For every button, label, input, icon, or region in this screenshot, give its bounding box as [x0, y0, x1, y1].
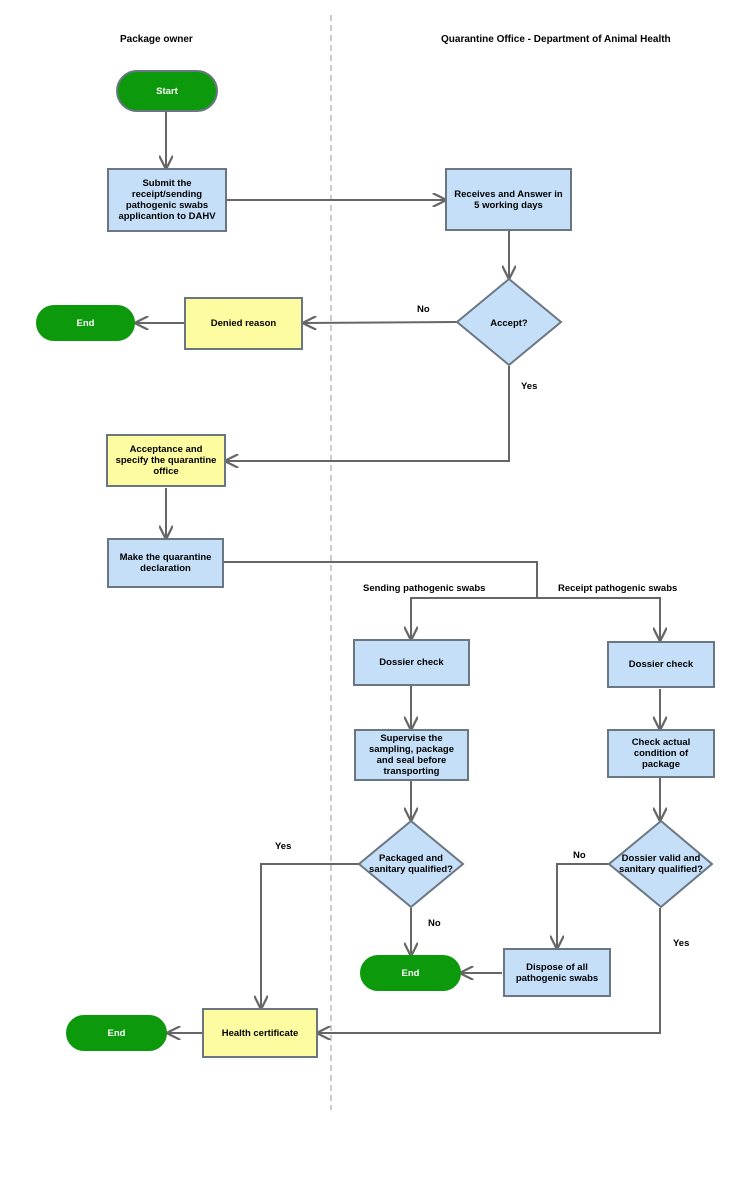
edge-label-no-packaged: No [428, 918, 441, 929]
health-certificate-label: Health certificate [221, 1027, 299, 1039]
check-condition-label: Check actual condition of package [631, 737, 691, 770]
dispose-label: Dispose of all pathogenic swabs [515, 961, 599, 984]
end-terminal-disposal: End [360, 955, 461, 991]
process-receives-answer: Receives and Answer in 5 working days [445, 168, 572, 231]
end-terminal-denied: End [36, 305, 135, 341]
edge-dossier-valid-to-health [318, 908, 661, 1033]
process-acceptance: Acceptance and specify the quarantine of… [106, 434, 226, 487]
decision-packaged-label: Packaged and sanitary qualified? [369, 853, 453, 875]
decision-dossier-valid-label: Dossier valid and sanitary qualified? [619, 853, 703, 875]
submit-label: Submit the receipt/sending pathogenic sw… [118, 178, 216, 222]
process-supervise-sampling: Supervise the sampling, package and seal… [354, 729, 469, 781]
process-dossier-check-sending: Dossier check [353, 639, 470, 686]
edge-label-yes-dossier: Yes [673, 938, 690, 949]
process-denied-reason: Denied reason [184, 297, 303, 350]
dossier-check-label: Dossier check [379, 657, 444, 668]
process-check-condition: Check actual condition of package [607, 729, 715, 778]
lane-title-package-owner: Package owner [120, 34, 193, 45]
acceptance-label: Acceptance and specify the quarantine of… [115, 444, 217, 477]
end-terminal-certificate: End [66, 1015, 167, 1051]
supervise-label: Supervise the sampling, package and seal… [368, 733, 454, 777]
end-label: End [401, 967, 420, 979]
edge-declaration-to-dossier-right [537, 597, 660, 640]
edge-declaration-to-dossier-left [224, 561, 538, 639]
edge-label-receipt: Receipt pathogenic swabs [558, 583, 678, 594]
end-label: End [107, 1027, 126, 1039]
edge-dossier-valid-to-dispose [557, 863, 609, 948]
process-dispose-swabs: Dispose of all pathogenic swabs [503, 948, 611, 997]
edge-label-sending: Sending pathogenic swabs [363, 583, 486, 594]
declaration-label: Make the quarantine declaration [119, 552, 212, 574]
lane-title-quarantine-office: Quarantine Office - Department of Animal… [441, 34, 671, 45]
edge-label-yes-accept: Yes [521, 381, 538, 392]
decision-packaged [357, 819, 465, 909]
edge-accept-to-acceptance [226, 366, 510, 461]
process-quarantine-declaration: Make the quarantine declaration [107, 538, 224, 588]
edge-label-no-dossier: No [573, 850, 586, 861]
edge-packaged-to-health [261, 863, 359, 1008]
start-terminal: Start [116, 70, 218, 112]
process-dossier-check-receipt: Dossier check [607, 641, 715, 688]
denied-label: Denied reason [210, 318, 277, 329]
end-label: End [76, 317, 95, 329]
decision-accept-label: Accept? [490, 317, 528, 329]
process-submit-application: Submit the receipt/sending pathogenic sw… [107, 168, 227, 232]
dossier-check-label: Dossier check [628, 659, 694, 670]
decision-dossier-valid [607, 819, 714, 909]
receives-label: Receives and Answer in 5 working days [454, 188, 563, 211]
edge-label-no-accept: No [417, 304, 430, 315]
edge-label-yes-packaged: Yes [275, 841, 292, 852]
start-label: Start [156, 85, 178, 97]
decision-accept [455, 277, 563, 367]
process-health-certificate: Health certificate [202, 1008, 318, 1058]
edge-accept-to-denied [304, 322, 458, 323]
